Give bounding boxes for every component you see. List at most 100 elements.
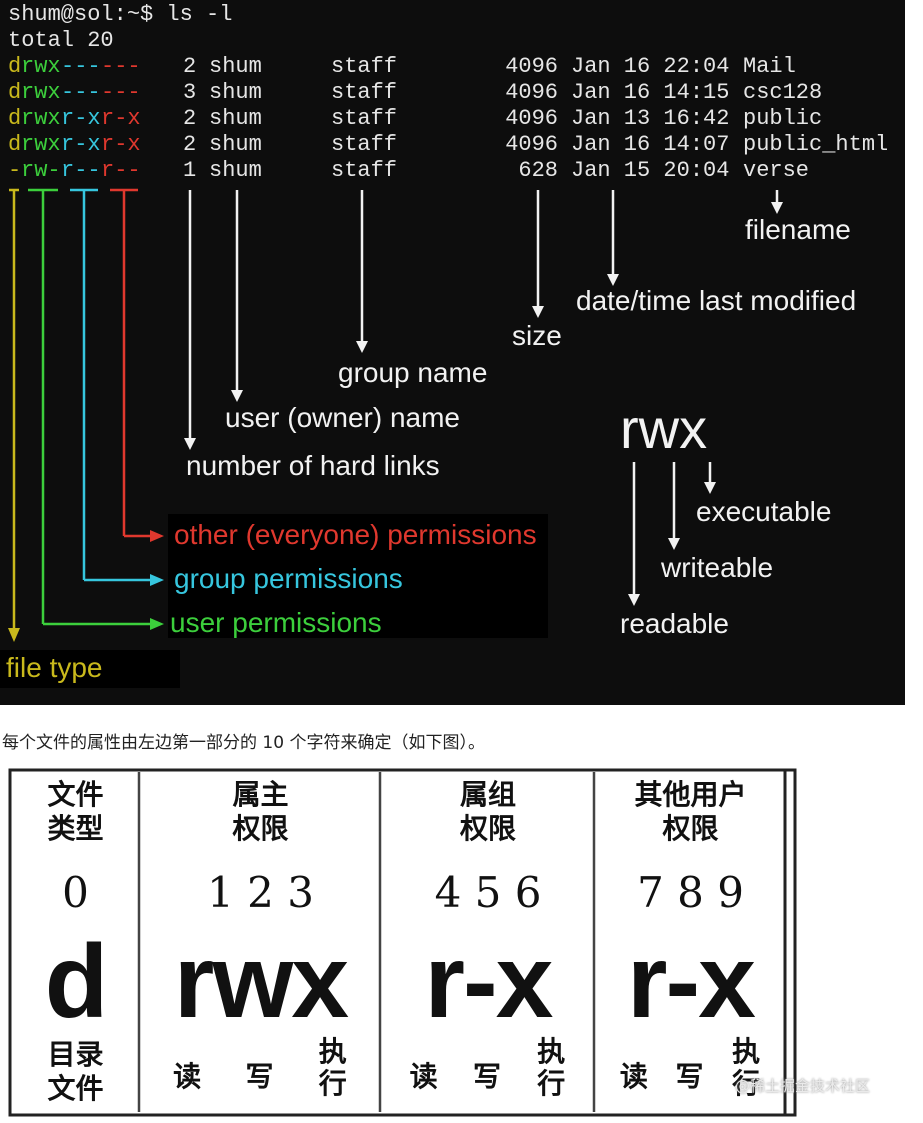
file-type-arrow [8,188,20,642]
bit-numbers: 1 2 3 [207,868,314,917]
label-file-type: file type [6,652,103,683]
foot-label: 读 [173,1060,202,1093]
group-name: staff [331,80,398,105]
owner-name: shum [209,132,262,157]
foot-label: 读 [619,1060,648,1093]
column-heading: 属组 [459,778,516,811]
owner-name: shum [209,106,262,131]
modified-date: Jan 16 22:04 [571,54,730,79]
column-heading: 权限 [232,812,289,845]
foot-label: 执行 [537,1035,566,1100]
label-backdrop [168,514,548,638]
perm-file-type: d [8,80,22,105]
hard-link-count: 2 [183,132,197,157]
label-writeable: writeable [661,552,774,583]
foot-label: 目录 [47,1038,104,1071]
hard-link-count: 1 [183,158,197,183]
modified-date: Jan 16 14:15 [571,80,730,105]
owner-name: shum [209,158,262,183]
bit-numbers: 7 8 9 [637,868,744,917]
perm-file-type: d [8,54,22,79]
bit-numbers: 0 [62,868,89,917]
bit-numbers: 4 5 6 [434,868,542,917]
perm-user: rw- [21,158,61,183]
label-filename: filename [745,214,851,245]
permission-chars: r-x [627,924,756,1040]
perm-group: r-x [61,132,101,157]
foot-label: 文件 [47,1072,104,1105]
total-line: total 20 [8,28,114,53]
file-name: Mail [743,54,796,79]
foot-label: 写 [245,1060,274,1093]
foot-label: 写 [472,1060,501,1093]
hard-link-count: 3 [183,80,197,105]
column-heading: 权限 [459,812,516,845]
label-executable: executable [696,496,832,527]
label-user-name: user (owner) name [225,402,460,433]
perm-other: --- [101,54,141,79]
label-rwx: rwx [620,397,708,460]
column-heading: 类型 [47,812,104,845]
label-group-permissions: group permissions [174,563,403,594]
file-name: verse [743,158,810,183]
file-name: public [743,106,823,131]
label-group-name: group name [338,357,488,388]
label-hard-links: number of hard links [186,450,440,481]
table-column: 属组权限 4 5 6 r-x 读 写 执行 [382,760,594,1100]
other-permissions-arrow [110,188,164,542]
owner-name: shum [209,80,262,105]
perm-user: rwx [21,132,61,157]
file-size: 4096 [505,132,558,157]
group-name: staff [331,132,398,157]
group-name: staff [331,54,398,79]
caption-text: 每个文件的属性由左边第一部分的 10 个字符来确定（如下图）。 [2,733,485,753]
perm-group: --- [61,54,101,79]
table-column: 其他用户权限 7 8 9 r-x 读写执行 [596,760,785,1100]
command-line: shum@sol:~$ ls -l [8,2,233,27]
perm-other: r-x [101,132,141,157]
file-size: 4096 [505,80,558,105]
perm-file-type: d [8,106,22,131]
hard-link-count: 2 [183,106,197,131]
modified-date: Jan 16 14:07 [571,132,730,157]
column-heading: 属主 [232,778,289,811]
perm-user: rwx [21,54,61,79]
user-permissions-arrow [28,188,164,630]
perm-user: rwx [21,106,61,131]
label-size: size [512,320,562,351]
foot-label: 写 [675,1060,704,1093]
label-user-permissions: user permissions [170,607,382,638]
table-borders [8,768,797,1117]
column-heading: 其他用户 [634,778,747,811]
owner-name: shum [209,54,262,79]
permission-chars: d [44,924,109,1040]
perm-file-type: d [8,132,22,157]
hard-link-count: 2 [183,54,197,79]
modified-date: Jan 13 16:42 [571,106,730,131]
modified-date: Jan 15 20:04 [571,158,730,183]
perm-other: r-x [101,106,141,131]
permission-chars: r-x [424,924,554,1040]
group-permissions-arrow [70,188,164,586]
perm-group: r-- [61,158,101,183]
perm-group: r-x [61,106,101,131]
foot-label: 执行 [732,1035,761,1100]
foot-label: 读 [409,1060,438,1093]
file-size: 4096 [505,106,558,131]
file-size: 628 [518,158,558,183]
perm-other: --- [101,80,141,105]
perm-other: r-- [101,158,141,183]
group-name: staff [331,158,398,183]
permission-chars: rwx [173,924,349,1040]
annotation-lines [0,188,783,688]
perm-group: --- [61,80,101,105]
perm-file-type: - [8,158,22,183]
label-datetime: date/time last modified [576,285,857,316]
column-heading: 文件 [47,778,104,811]
label-other-permissions: other (everyone) permissions [174,519,537,550]
column-heading: 权限 [662,812,719,845]
file-name: csc128 [743,80,823,105]
